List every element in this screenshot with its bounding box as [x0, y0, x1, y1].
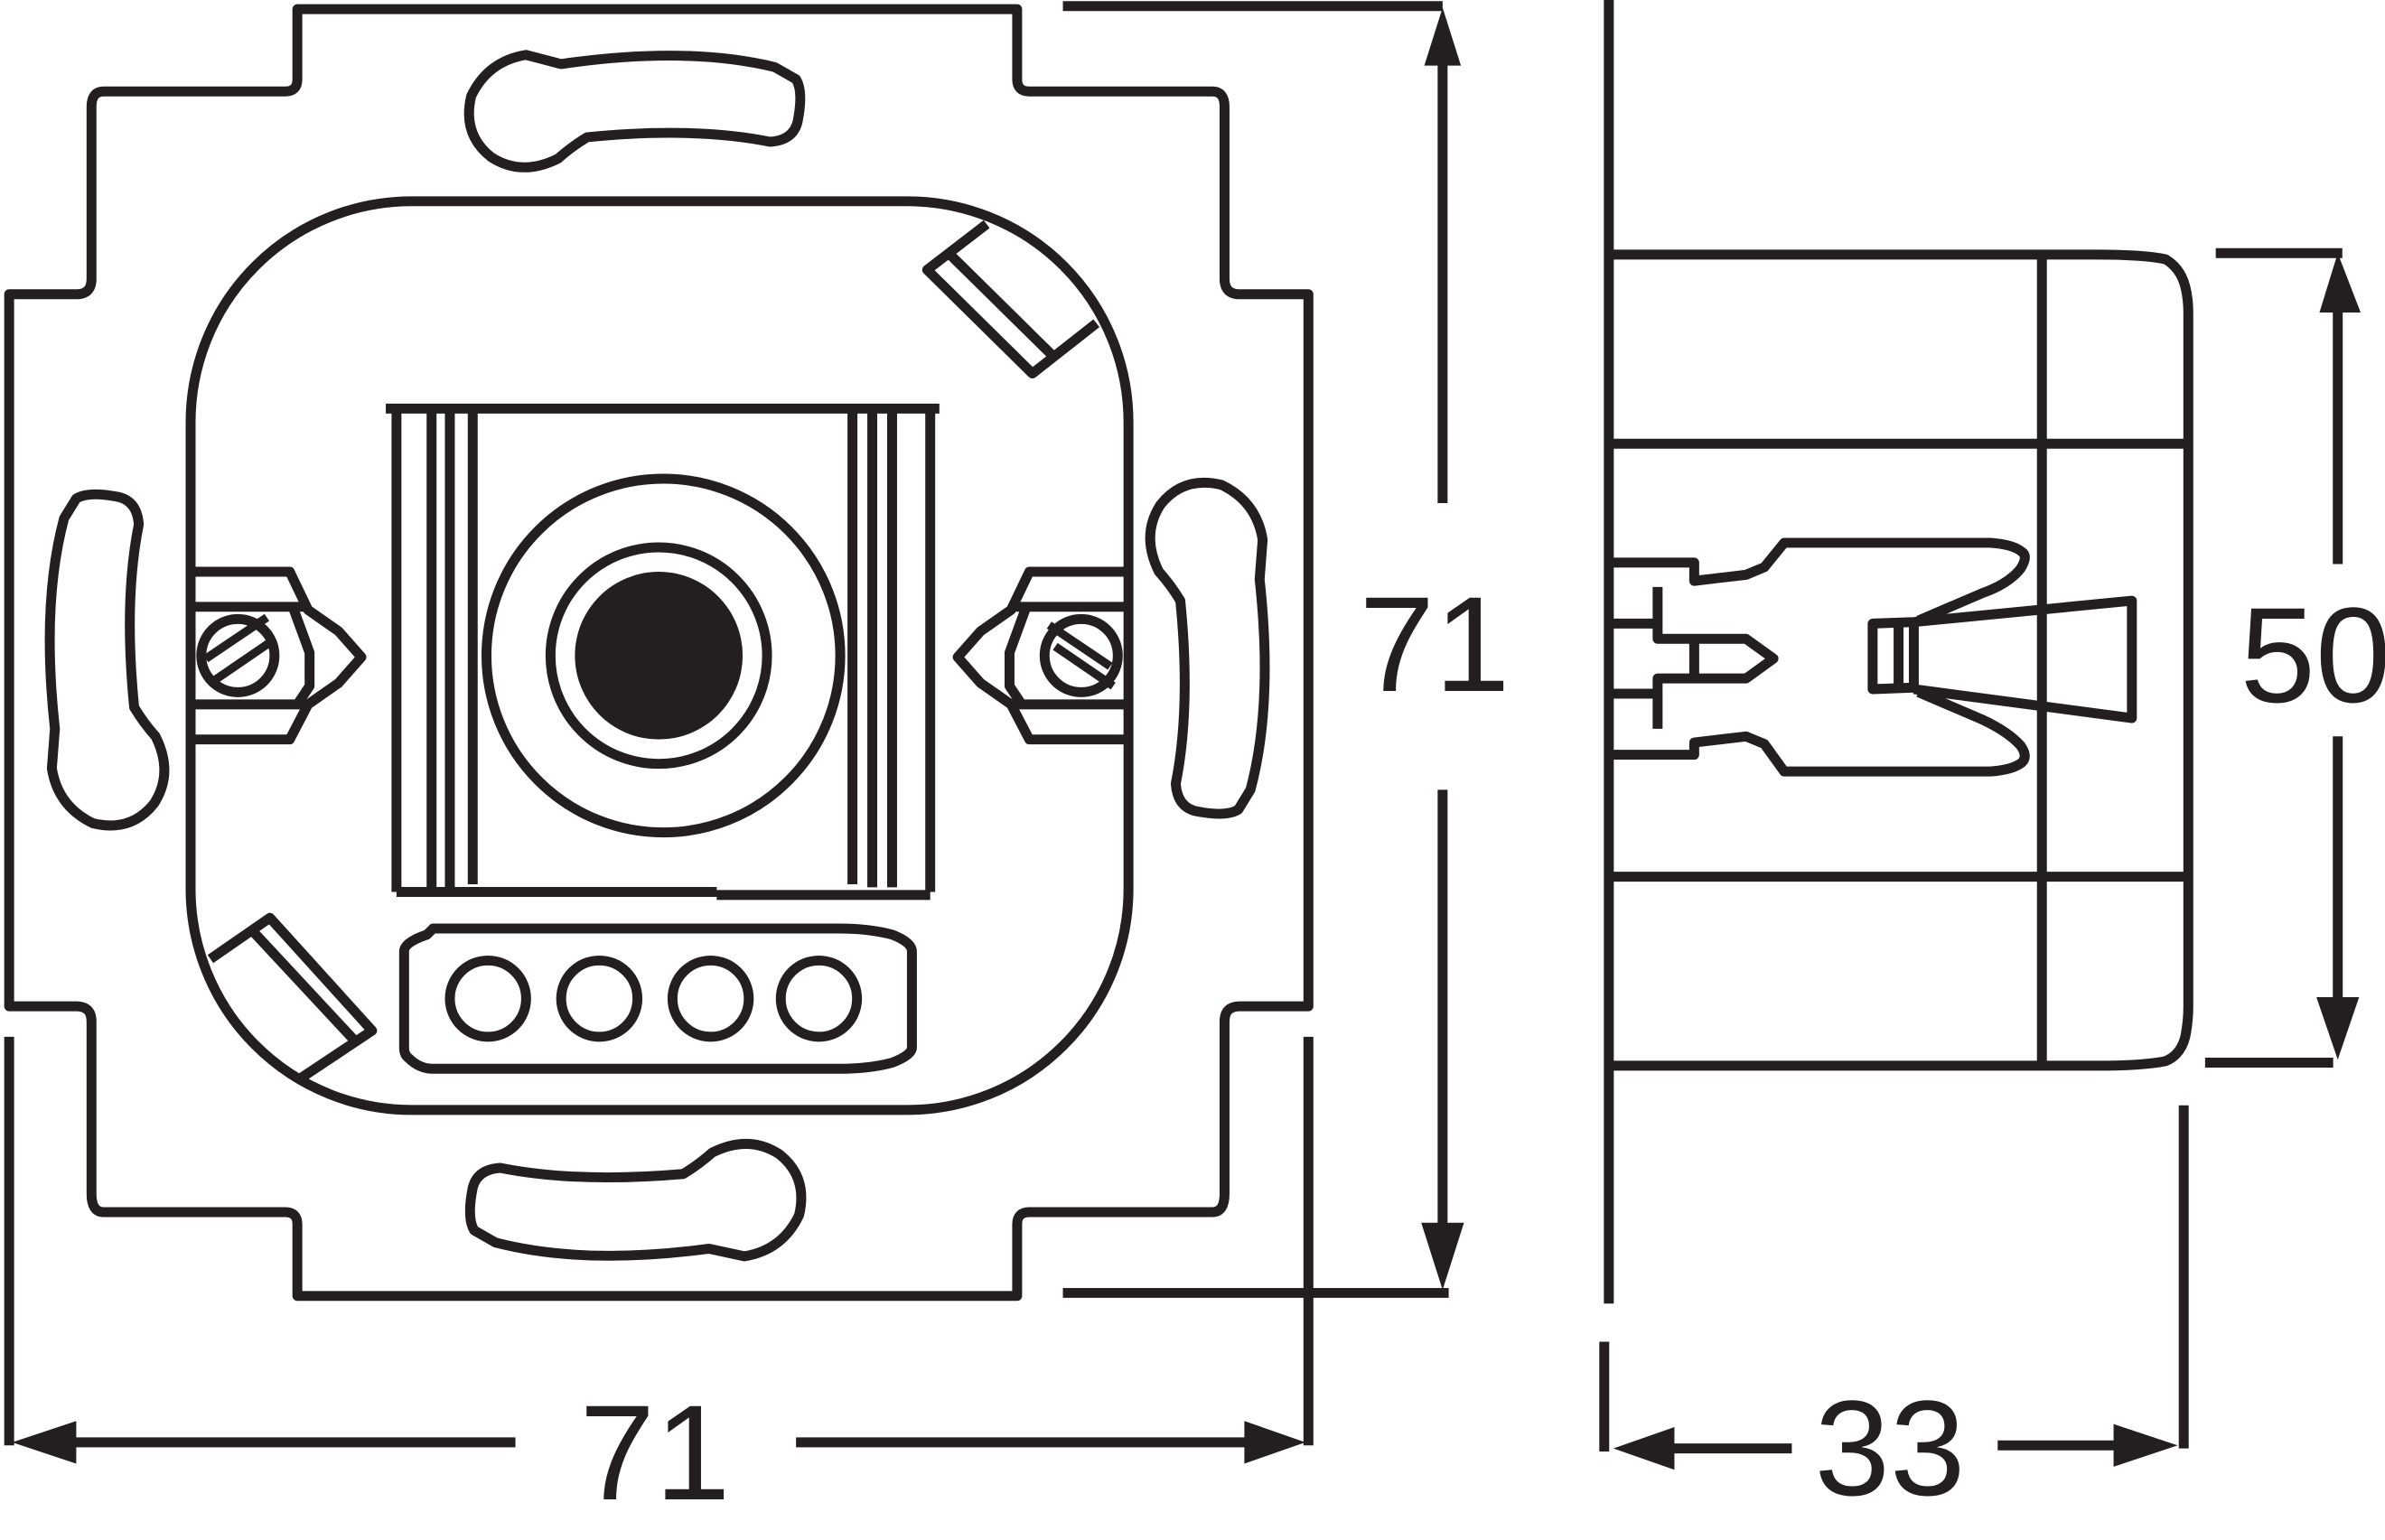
terminal-right — [952, 566, 1126, 745]
terminal-left — [193, 566, 367, 745]
keyhole-slot-left — [44, 489, 170, 831]
dimension-label-side-height: 50 — [2240, 579, 2385, 731]
frame-bottom-bar — [396, 886, 931, 901]
dimension-side-height — [2204, 247, 2362, 1069]
indicator-led-1 — [444, 955, 531, 1042]
side-clamp — [1613, 586, 1779, 729]
side-spring-clip — [1867, 595, 2137, 723]
indicator-led-2 — [556, 955, 643, 1042]
keyhole-slot-right — [1145, 477, 1270, 819]
front-view — [4, 1, 1464, 1464]
dimension-label-side-depth: 33 — [1815, 1372, 1966, 1524]
dimension-label-front-height: 71 — [1360, 568, 1510, 720]
knob-outer-ring — [481, 473, 846, 838]
indicator-bar — [398, 923, 917, 1074]
mounting-plate-outline — [4, 4, 1314, 1302]
insert-body — [185, 196, 1134, 1115]
clip-lower-left — [207, 912, 378, 1084]
keyhole-slot-bottom — [464, 1138, 807, 1262]
keyhole-slot-top — [463, 50, 806, 173]
knob-shaft — [575, 572, 744, 740]
side-terminal-profile — [1613, 537, 2030, 777]
clip-upper-right — [921, 219, 1100, 379]
dimension-front-width — [4, 1036, 1314, 1464]
terminal-screw-right — [1039, 613, 1123, 697]
side-body-outline — [1613, 249, 2193, 1071]
knob-inner-ring — [545, 542, 772, 770]
dimension-front-height — [1062, 1, 1464, 1298]
indicator-led-4 — [775, 955, 863, 1042]
dimension-side-depth — [1599, 1105, 2189, 1470]
side-view — [1599, 0, 2362, 1470]
dimension-label-front-width: 71 — [580, 1377, 731, 1528]
indicator-led-3 — [667, 955, 754, 1042]
terminal-screw-left — [196, 613, 280, 697]
